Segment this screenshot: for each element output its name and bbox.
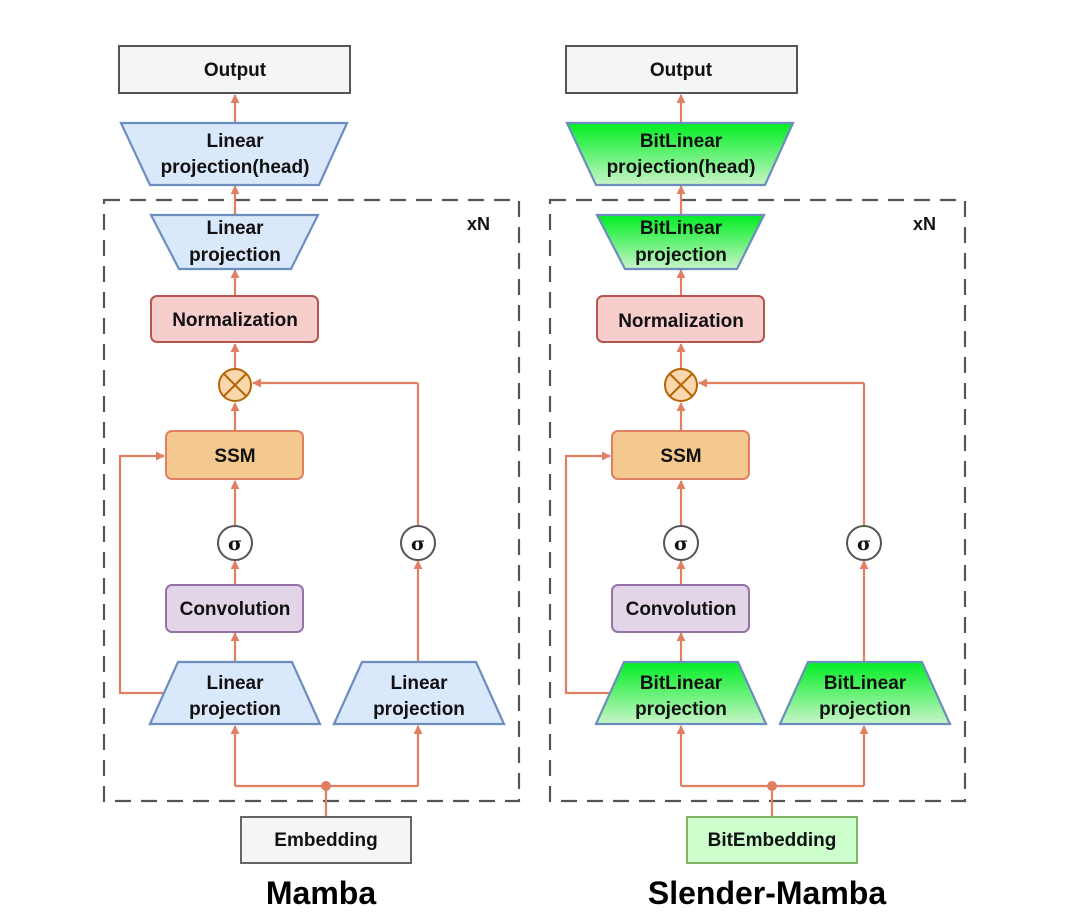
head-label-line1: BitLinear [640, 131, 723, 152]
repeat-block-frame [548, 198, 967, 803]
normalization-label: Normalization [172, 310, 298, 331]
sigma-activation-left: σ [217, 525, 253, 561]
repeat-label: xN [467, 214, 490, 234]
sigma-activation-left: σ [663, 525, 699, 561]
head-label-line2: projection(head) [607, 157, 756, 178]
ssm-label: SSM [214, 446, 255, 467]
proj-top-line2: projection [189, 245, 281, 266]
linear-projection-input-left: Linear projection [148, 660, 322, 726]
proj-top-line2: projection [635, 245, 727, 266]
proj-in-left-line2: projection [635, 699, 727, 720]
bitembedding-label: BitEmbedding [708, 830, 837, 851]
svg-text:σ: σ [857, 533, 871, 555]
ssm-box: SSM [611, 430, 750, 480]
bitlinear-projection-top: BitLinear projection [595, 213, 766, 271]
proj-in-left-line1: Linear [206, 673, 264, 694]
split-junction-dot [321, 781, 331, 791]
mamba-arrows [118, 94, 423, 817]
svg-text:σ: σ [228, 533, 242, 555]
bitlinear-projection-input-left: BitLinear projection [594, 660, 768, 726]
slender-arrows [564, 94, 869, 817]
convolution-label: Convolution [626, 599, 737, 620]
embedding-label: Embedding [274, 830, 377, 851]
normalization-box: Normalization [596, 295, 765, 343]
output-box: Output [565, 45, 798, 94]
mamba-panel: xN Output Li [102, 45, 521, 911]
split-junction-dot [767, 781, 777, 791]
sigma-activation-right: σ [400, 525, 436, 561]
proj-in-left-line1: BitLinear [640, 673, 723, 694]
normalization-label: Normalization [618, 311, 744, 332]
svg-text:σ: σ [411, 533, 425, 555]
proj-in-right-line1: BitLinear [824, 673, 907, 694]
bitembedding-box: BitEmbedding [686, 816, 858, 864]
multiply-icon [218, 368, 252, 402]
output-label: Output [650, 60, 713, 81]
proj-top-line1: Linear [206, 218, 264, 239]
ssm-box: SSM [165, 430, 304, 480]
proj-in-right-line2: projection [819, 699, 911, 720]
head-label-line1: Linear [206, 131, 264, 152]
bitlinear-projection-head: BitLinear projection(head) [565, 121, 795, 187]
slender-mamba-panel: xN Output BitLinear p [548, 45, 967, 911]
repeat-label: xN [913, 214, 936, 234]
convolution-label: Convolution [180, 599, 291, 620]
normalization-box: Normalization [150, 295, 319, 343]
convolution-box: Convolution [165, 584, 304, 633]
slender-mamba-title: Slender-Mamba [648, 875, 886, 911]
repeat-block-frame [102, 198, 521, 803]
bitlinear-projection-input-right: BitLinear projection [778, 660, 952, 726]
linear-projection-input-right: Linear projection [332, 660, 506, 726]
output-box: Output [118, 45, 351, 94]
mamba-title: Mamba [266, 875, 376, 911]
svg-text:σ: σ [674, 533, 688, 555]
proj-top-line1: BitLinear [640, 218, 723, 239]
ssm-label: SSM [660, 446, 701, 467]
proj-in-right-line2: projection [373, 699, 465, 720]
linear-projection-head: Linear projection(head) [119, 121, 349, 187]
multiply-icon [664, 368, 698, 402]
embedding-box: Embedding [240, 816, 412, 864]
convolution-box: Convolution [611, 584, 750, 633]
proj-in-right-line1: Linear [390, 673, 448, 694]
output-label: Output [204, 60, 267, 81]
proj-in-left-line2: projection [189, 699, 281, 720]
sigma-activation-right: σ [846, 525, 882, 561]
linear-projection-top: Linear projection [149, 213, 320, 271]
head-label-line2: projection(head) [161, 157, 310, 178]
